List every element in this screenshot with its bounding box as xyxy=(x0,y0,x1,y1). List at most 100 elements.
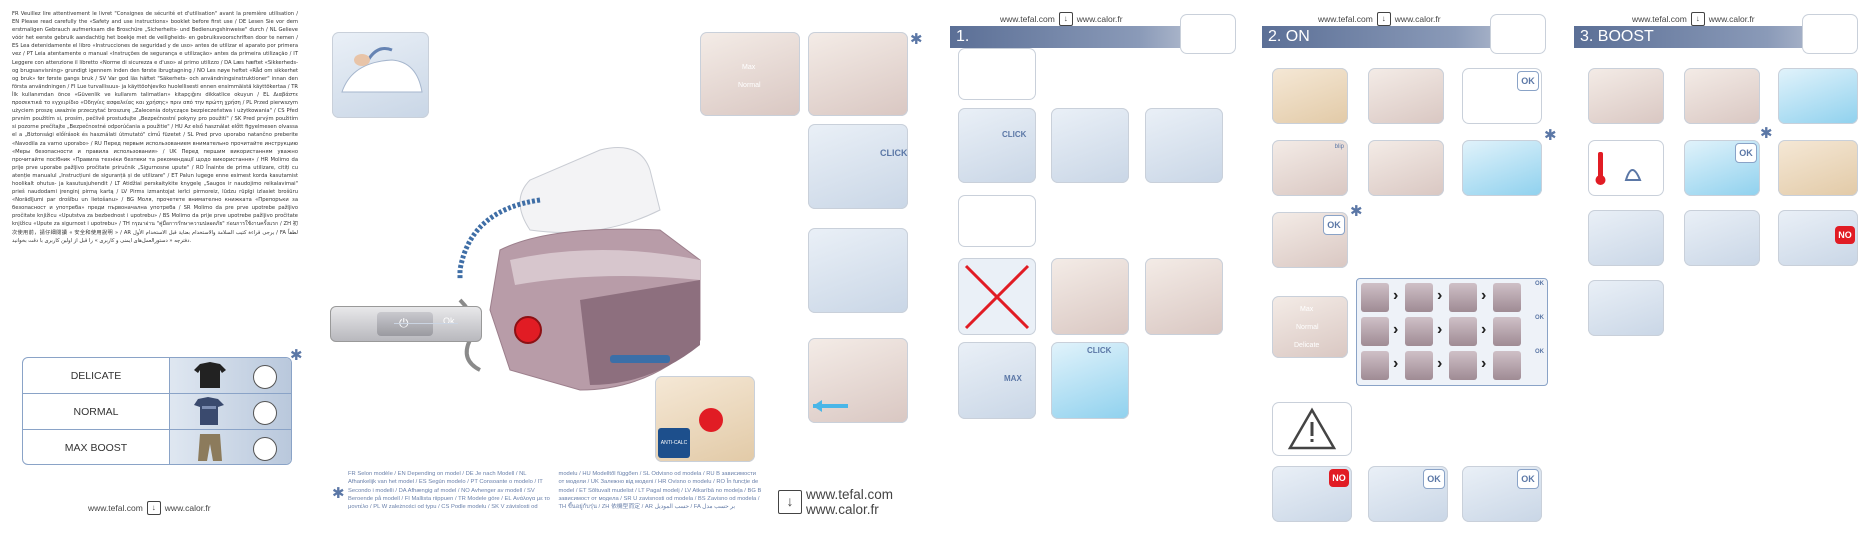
step-1-tap-icon xyxy=(958,195,1036,247)
ok-badge: OK xyxy=(1423,469,1445,489)
power-on-image xyxy=(1368,140,1444,196)
chevron-right-icon: › xyxy=(1481,321,1487,338)
step-1-open-image xyxy=(958,48,1036,100)
ok-badge: OK xyxy=(1323,215,1345,235)
tefal-link[interactable]: www.tefal.com xyxy=(88,503,143,513)
section-3-header: 3. BOOST xyxy=(1574,26,1850,48)
boost-trigger-image xyxy=(1778,140,1858,196)
no-vertical-steam-person-image: NO xyxy=(1778,210,1858,266)
heating-image xyxy=(1462,140,1542,196)
mode-cell xyxy=(1493,283,1521,312)
normal-garment-image xyxy=(169,394,291,429)
calor-link[interactable]: www.calor.fr xyxy=(1708,14,1755,24)
anti-calc-badge: ANTI-CALC xyxy=(658,428,690,458)
mode-cell xyxy=(1361,283,1389,312)
no-badge: NO xyxy=(1329,469,1349,487)
boost-x3-image xyxy=(1588,280,1664,336)
mode-cell xyxy=(1405,351,1433,380)
section-1-iron-icon xyxy=(1180,14,1236,54)
max-label: Max xyxy=(1300,306,1314,313)
no-steam-on-person-image: NO xyxy=(1272,466,1352,522)
boost-ironing-image xyxy=(1588,210,1664,266)
mode-flow-grid: › › › › › › › › › OK OK OK xyxy=(1356,278,1548,386)
max-boost-garment-image xyxy=(169,430,291,464)
warning-icon-box xyxy=(1272,402,1352,456)
step-1-fill-image xyxy=(1145,258,1223,335)
no-badge: NO xyxy=(1835,226,1855,244)
ok-badge: OK xyxy=(1735,143,1757,163)
click-label: CLICK xyxy=(880,148,908,158)
section-2-header: 2. ON xyxy=(1262,26,1538,48)
mode-cell xyxy=(1449,283,1477,312)
mode-cell xyxy=(1361,351,1389,380)
calor-link-large[interactable]: www.calor.fr xyxy=(806,502,879,517)
mode-cell xyxy=(1493,317,1521,346)
click-label: CLICK xyxy=(1002,130,1027,139)
weblinks-left: www.tefal.com ↓ www.calor.fr xyxy=(88,501,211,515)
download-icon: ↓ xyxy=(1376,12,1391,26)
ok-label: OK xyxy=(1535,281,1544,287)
iron-setting-icon xyxy=(253,365,277,389)
setting-row-delicate: DELICATE xyxy=(23,358,291,394)
boiler-tank-image xyxy=(808,338,908,423)
chevron-right-icon: › xyxy=(1437,321,1443,338)
boost-panel-image xyxy=(1684,68,1760,124)
delicate-label: Delicate xyxy=(1294,342,1320,349)
section-title: ON xyxy=(1285,28,1310,45)
anti-calc-image: ANTI-CALC xyxy=(655,376,755,462)
boost-ready-image: OK xyxy=(1684,140,1760,196)
control-panel: ⏻ Ok xyxy=(330,306,482,342)
click-lock-image: CLICK xyxy=(808,124,908,209)
asterisk-icon: ✱ xyxy=(1350,203,1363,220)
tefal-link-large[interactable]: www.tefal.com xyxy=(806,487,894,502)
calor-link[interactable]: www.calor.fr xyxy=(164,503,211,513)
tefal-link[interactable]: www.tefal.com xyxy=(1632,14,1687,24)
tefal-link[interactable]: www.tefal.com xyxy=(1318,14,1373,24)
tefal-link[interactable]: www.tefal.com xyxy=(1000,14,1055,24)
brand-links: ↓ www.tefal.com www.calor.fr xyxy=(778,487,894,517)
asterisk-icon: ✱ xyxy=(332,485,345,502)
iron-setting-icon xyxy=(253,401,277,425)
calor-link[interactable]: www.calor.fr xyxy=(1076,14,1123,24)
weblinks-section-3: www.tefal.com ↓ www.calor.fr xyxy=(1632,12,1755,26)
boost-press-image xyxy=(1588,68,1664,124)
ok-badge: OK xyxy=(1517,71,1539,91)
chevron-right-icon: › xyxy=(1481,287,1487,304)
asterisk-icon: ✱ xyxy=(290,347,303,364)
control-panel-closeup-2 xyxy=(808,32,908,116)
leader-line xyxy=(394,323,458,324)
steam-generator-image xyxy=(332,32,429,118)
vertical-steam-image xyxy=(1684,210,1760,266)
download-icon: ↓ xyxy=(146,501,161,515)
setting-row-max-boost: MAX BOOST xyxy=(23,430,291,464)
power-button[interactable]: ⏻ xyxy=(377,312,433,336)
ok-label: OK xyxy=(1535,349,1544,355)
chevron-right-icon: › xyxy=(1393,287,1399,304)
calor-link[interactable]: www.calor.fr xyxy=(1394,14,1441,24)
fill-tap-image xyxy=(808,228,908,313)
mode-cell xyxy=(1449,351,1477,380)
blip-label: blip xyxy=(1334,144,1344,150)
mode-cell xyxy=(1361,317,1389,346)
section-3-iron-icon xyxy=(1802,14,1858,54)
chevron-right-icon: › xyxy=(1393,355,1399,372)
weblinks-section-2: www.tefal.com ↓ www.calor.fr xyxy=(1318,12,1441,26)
section-title: BOOST xyxy=(1597,28,1654,45)
mode-cell xyxy=(1449,317,1477,346)
ok-button-label[interactable]: Ok xyxy=(443,316,455,326)
ok-badge: OK xyxy=(1517,469,1539,489)
settings-table: DELICATE NORMAL MAX BOOST xyxy=(22,357,292,465)
setting-row-normal: NORMAL xyxy=(23,394,291,430)
ironing-board-image: OK xyxy=(1462,466,1542,522)
weblinks-section-1: www.tefal.com ↓ www.calor.fr xyxy=(1000,12,1123,26)
section-1-header: 1. xyxy=(950,26,1220,48)
temperature-selector-image: Max Normal Delicate xyxy=(1272,296,1348,358)
press-power-image: blip xyxy=(1272,140,1348,196)
step-1-max-image: MAX xyxy=(958,342,1036,419)
socket-image xyxy=(1368,68,1444,124)
max-label: Max xyxy=(742,64,756,71)
chevron-right-icon: › xyxy=(1393,321,1399,338)
download-icon: ↓ xyxy=(1058,12,1073,26)
delicate-garment-image xyxy=(169,358,291,393)
boost-heating-image xyxy=(1778,68,1858,124)
